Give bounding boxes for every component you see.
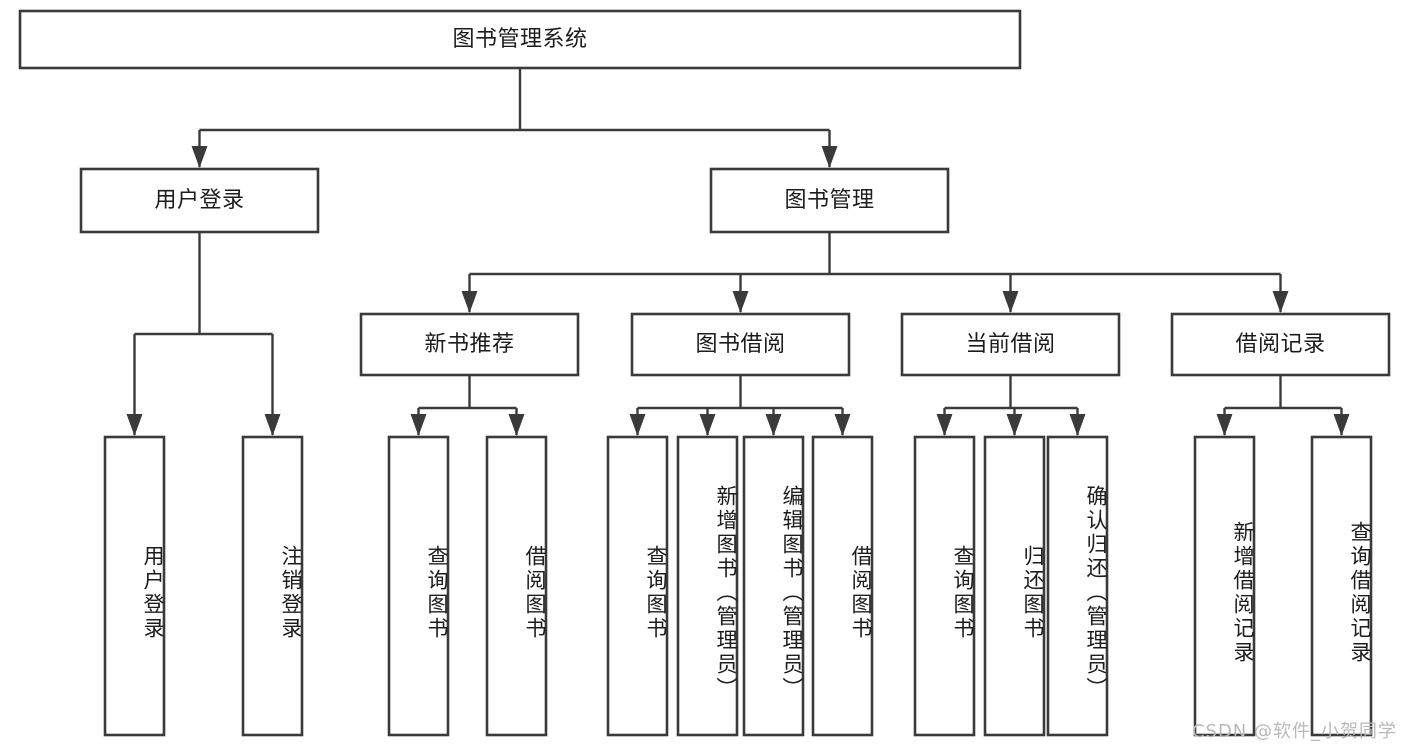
arrow-head-icon xyxy=(629,414,646,436)
node-box-book-borrow[interactable] xyxy=(630,312,851,377)
arrow-head-icon xyxy=(1272,291,1289,313)
arrow-head-icon xyxy=(126,414,143,436)
node-box-user-login[interactable] xyxy=(79,167,320,234)
arrow-head-icon xyxy=(732,291,749,313)
node-box-leaf-query-book-rec[interactable] xyxy=(387,435,450,737)
arrow-head-icon xyxy=(1069,414,1086,436)
arrow-head-icon xyxy=(1333,414,1350,436)
node-box-leaf-user-login[interactable] xyxy=(103,435,166,737)
node-box-leaf-query-record[interactable] xyxy=(1310,435,1373,737)
node-box-new-book-recommend[interactable] xyxy=(359,312,580,377)
arrow-head-icon xyxy=(821,146,838,168)
node-box-leaf-add-record[interactable] xyxy=(1193,435,1256,737)
node-box-leaf-edit-book[interactable] xyxy=(742,435,805,737)
node-box-leaf-borrow-book-rec[interactable] xyxy=(485,435,548,737)
node-box-leaf-query-book-borrow[interactable] xyxy=(606,435,669,737)
arrow-head-icon xyxy=(1006,414,1023,436)
node-box-root[interactable] xyxy=(18,9,1022,70)
node-box-leaf-query-book-cur[interactable] xyxy=(913,435,976,737)
arrow-head-icon xyxy=(461,291,478,313)
node-box-leaf-add-book[interactable] xyxy=(676,435,739,737)
arrow-head-icon xyxy=(936,414,953,436)
arrow-head-icon xyxy=(264,414,281,436)
node-box-leaf-borrow-book[interactable] xyxy=(811,435,874,737)
node-box-leaf-return-book[interactable] xyxy=(983,435,1046,737)
node-box-borrow-record[interactable] xyxy=(1170,312,1391,377)
arrow-head-icon xyxy=(508,414,525,436)
node-box-leaf-confirm-return[interactable] xyxy=(1046,435,1109,737)
arrow-head-icon xyxy=(765,414,782,436)
arrow-head-icon xyxy=(191,146,208,168)
arrow-head-icon xyxy=(1002,291,1019,313)
node-box-leaf-logout[interactable] xyxy=(241,435,304,737)
arrow-head-icon xyxy=(834,414,851,436)
arrow-head-icon xyxy=(1216,414,1233,436)
arrow-head-icon xyxy=(699,414,716,436)
node-box-book-manage[interactable] xyxy=(709,167,950,234)
arrow-head-icon xyxy=(410,414,427,436)
node-box-current-borrow[interactable] xyxy=(900,312,1121,377)
